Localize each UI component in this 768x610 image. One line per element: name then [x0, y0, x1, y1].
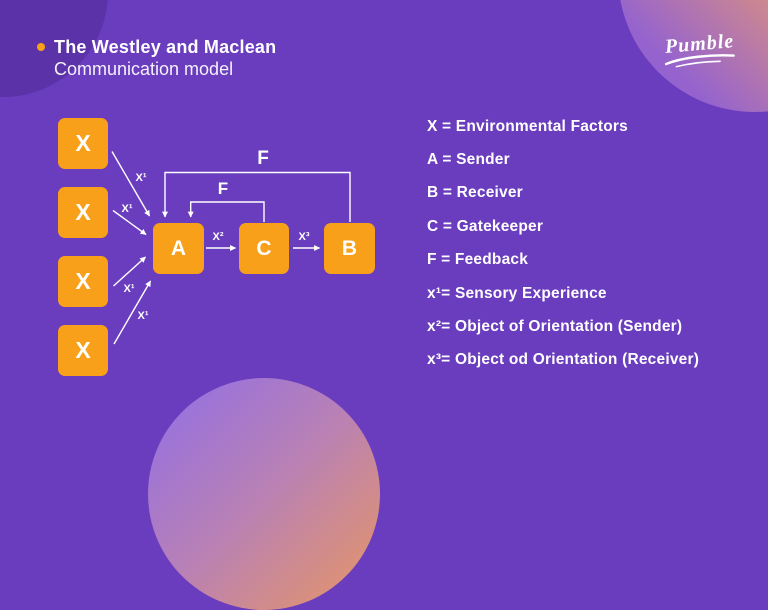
feedback-label-outer: F — [257, 148, 269, 169]
env-factor-box-3: X — [58, 256, 108, 307]
legend-item: x³= Object od Orientation (Receiver) — [427, 351, 700, 369]
sender-node: A — [153, 223, 204, 274]
arrow-label-x1: X¹ — [121, 203, 133, 215]
title-bullet-icon — [37, 43, 45, 51]
arrow-label-x1: X¹ — [123, 283, 135, 295]
env-factor-label: X — [75, 337, 91, 363]
pumble-logo: Pumble — [651, 29, 750, 70]
legend-item: F = Feedback — [427, 251, 529, 269]
legend-item: C = Gatekeeper — [427, 217, 544, 235]
arrow-label-x3: X³ — [298, 231, 310, 243]
feedback-label-inner: F — [217, 179, 229, 198]
env-factor-box-4: X — [58, 325, 108, 376]
sender-node-label: A — [170, 236, 187, 260]
title-line-2: Communication model — [54, 59, 234, 79]
arrow-label-x2: X² — [212, 231, 224, 243]
legend: X = Environmental Factors A = Sender B =… — [427, 110, 699, 377]
arrow-label-x1: X¹ — [135, 172, 147, 184]
gatekeeper-node: C — [239, 223, 289, 274]
legend-item: B = Receiver — [427, 184, 523, 202]
env-factor-label: X — [75, 199, 91, 225]
legend-item: x¹= Sensory Experience — [427, 284, 607, 302]
legend-item: x²= Object of Orientation (Sender) — [427, 318, 683, 336]
arrow-label-x1: X¹ — [137, 310, 149, 322]
env-factor-box-2: X — [58, 187, 108, 238]
page-title: The Westley and Maclean Communication mo… — [54, 36, 276, 80]
pumble-logo-text: Pumble — [664, 30, 736, 59]
receiver-node-label: B — [341, 236, 358, 260]
gradient-circle-bottom — [148, 378, 380, 610]
logo-underline-swash — [664, 54, 735, 68]
title-line-1: The Westley and Maclean — [54, 37, 277, 57]
gatekeeper-node-label: C — [256, 236, 272, 260]
legend-item: X = Environmental Factors — [427, 117, 628, 135]
env-factor-label: X — [75, 130, 91, 156]
legend-item: A = Sender — [427, 151, 510, 169]
env-factor-label: X — [75, 268, 91, 294]
receiver-node: B — [324, 223, 375, 274]
env-factor-box-1: X — [58, 118, 108, 169]
